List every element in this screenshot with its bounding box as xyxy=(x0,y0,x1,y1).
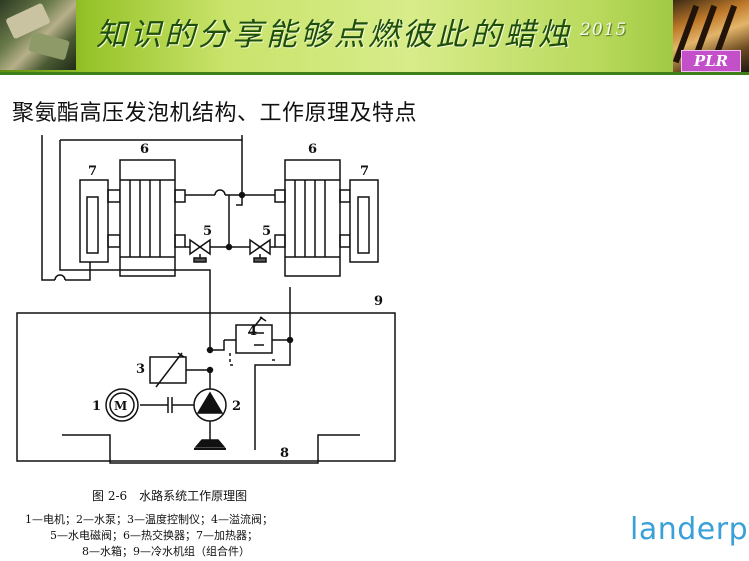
label-relief-valve: 4 xyxy=(248,324,257,339)
slide-heading: 聚氨酯高压发泡机结构、工作原理及特点 xyxy=(12,101,418,126)
header-right-photo: PLR xyxy=(673,0,749,72)
motor-symbol: M xyxy=(114,399,127,413)
label-heater-left: 7 xyxy=(88,164,97,179)
label-water-tank: 8 xyxy=(280,446,289,461)
label-motor: 1 xyxy=(92,399,101,414)
label-heater-right: 7 xyxy=(360,164,369,179)
label-temp-controller: 3 xyxy=(136,362,145,377)
label-exchanger-right: 6 xyxy=(308,142,317,157)
brand-logo: landerpu xyxy=(630,512,749,547)
label-valve-left: 5 xyxy=(203,224,212,239)
label-chiller: 9 xyxy=(374,294,383,309)
label-valve-right: 5 xyxy=(262,224,271,239)
brand-logo-text: landerpu xyxy=(630,512,749,547)
header-left-photo xyxy=(0,0,76,70)
photo-label: PLR xyxy=(681,50,741,72)
label-exchanger-left: 6 xyxy=(140,142,149,157)
diagram-labels: 7 6 5 5 6 7 9 4 3 2 1 M 8 xyxy=(88,142,383,461)
legend-line: 8—水箱；9—冷水机组（组合件） xyxy=(82,545,250,558)
legend-line: 5—水电磁阀；6—热交换器；7—加热器； xyxy=(50,529,258,542)
legend-line: 1—电机；2—水泵；3—温度控制仪；4—溢流阀； xyxy=(25,513,273,526)
banner-title: 知识的分享能够点燃彼此的蜡烛 xyxy=(96,17,572,53)
header-divider xyxy=(0,72,749,75)
header-banner xyxy=(0,0,749,72)
water-circuit-diagram: 7 6 5 5 6 7 9 4 3 2 1 M 8 xyxy=(16,135,396,464)
label-pump: 2 xyxy=(232,399,241,414)
figure-caption: 图 2-6 水路系统工作原理图 xyxy=(92,489,248,503)
banner-year: 2015 xyxy=(580,20,628,40)
